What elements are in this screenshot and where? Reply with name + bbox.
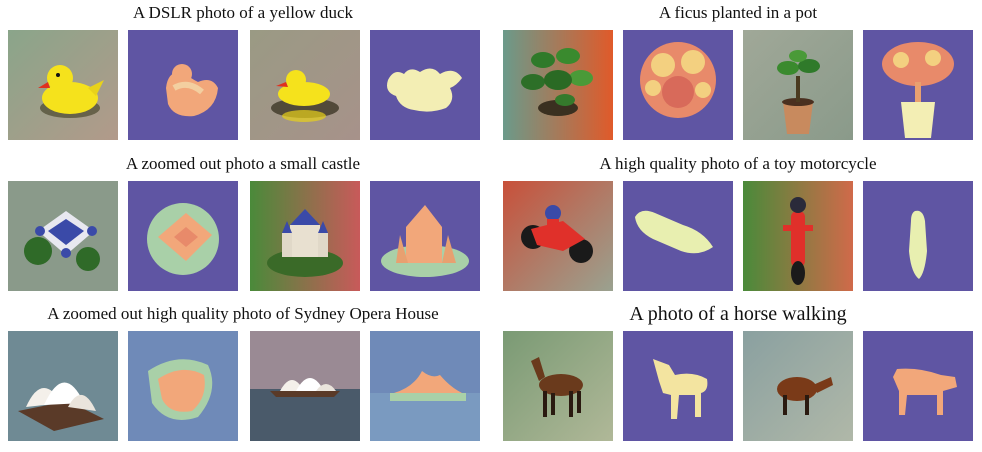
normal-map-ficus-1	[623, 30, 733, 140]
render-image-horse-1	[503, 331, 613, 441]
normal-map-horse-2	[863, 331, 973, 441]
caption-castle: A zoomed out photo a small castle	[125, 154, 361, 173]
panel-castle: A zoomed out photo a small castle	[8, 151, 480, 301]
render-image-duck-1	[8, 30, 118, 140]
panel-duck: A DSLR photo of a yellow duck	[8, 0, 480, 150]
render-image-motorcycle-1	[503, 181, 613, 291]
panel-horse: A photo of a horse walking	[503, 301, 973, 451]
caption-opera-house: A zoomed out high quality photo of Sydne…	[47, 304, 439, 323]
normal-map-motorcycle-2	[863, 181, 973, 291]
render-image-ficus-1	[503, 30, 613, 140]
render-image-ficus-2	[743, 30, 853, 140]
normal-map-castle-2	[370, 181, 480, 291]
render-image-opera-house-1	[8, 331, 118, 441]
normal-map-opera-house-1	[128, 331, 238, 441]
normal-map-opera-house-2	[370, 331, 480, 441]
render-image-motorcycle-2	[743, 181, 853, 291]
normal-map-motorcycle-1	[623, 181, 733, 291]
normal-map-castle-1	[128, 181, 238, 291]
panel-motorcycle: A high quality photo of a toy motorcycle	[503, 151, 973, 301]
render-image-opera-house-2	[250, 331, 360, 441]
render-image-horse-2	[743, 331, 853, 441]
normal-map-ficus-2	[863, 30, 973, 140]
caption-ficus: A ficus planted in a pot	[658, 3, 818, 22]
normal-map-duck-1	[128, 30, 238, 140]
render-image-duck-2	[250, 30, 360, 140]
render-image-castle-2	[250, 181, 360, 291]
normal-map-duck-2	[370, 30, 480, 140]
panel-ficus: A ficus planted in a pot	[503, 0, 973, 150]
caption-horse: A photo of a horse walking	[629, 303, 847, 325]
caption-duck: A DSLR photo of a yellow duck	[132, 3, 354, 22]
render-image-castle-1	[8, 181, 118, 291]
normal-map-horse-1	[623, 331, 733, 441]
caption-motorcycle: A high quality photo of a toy motorcycle	[599, 154, 877, 173]
panel-opera-house: A zoomed out high quality photo of Sydne…	[8, 301, 480, 451]
